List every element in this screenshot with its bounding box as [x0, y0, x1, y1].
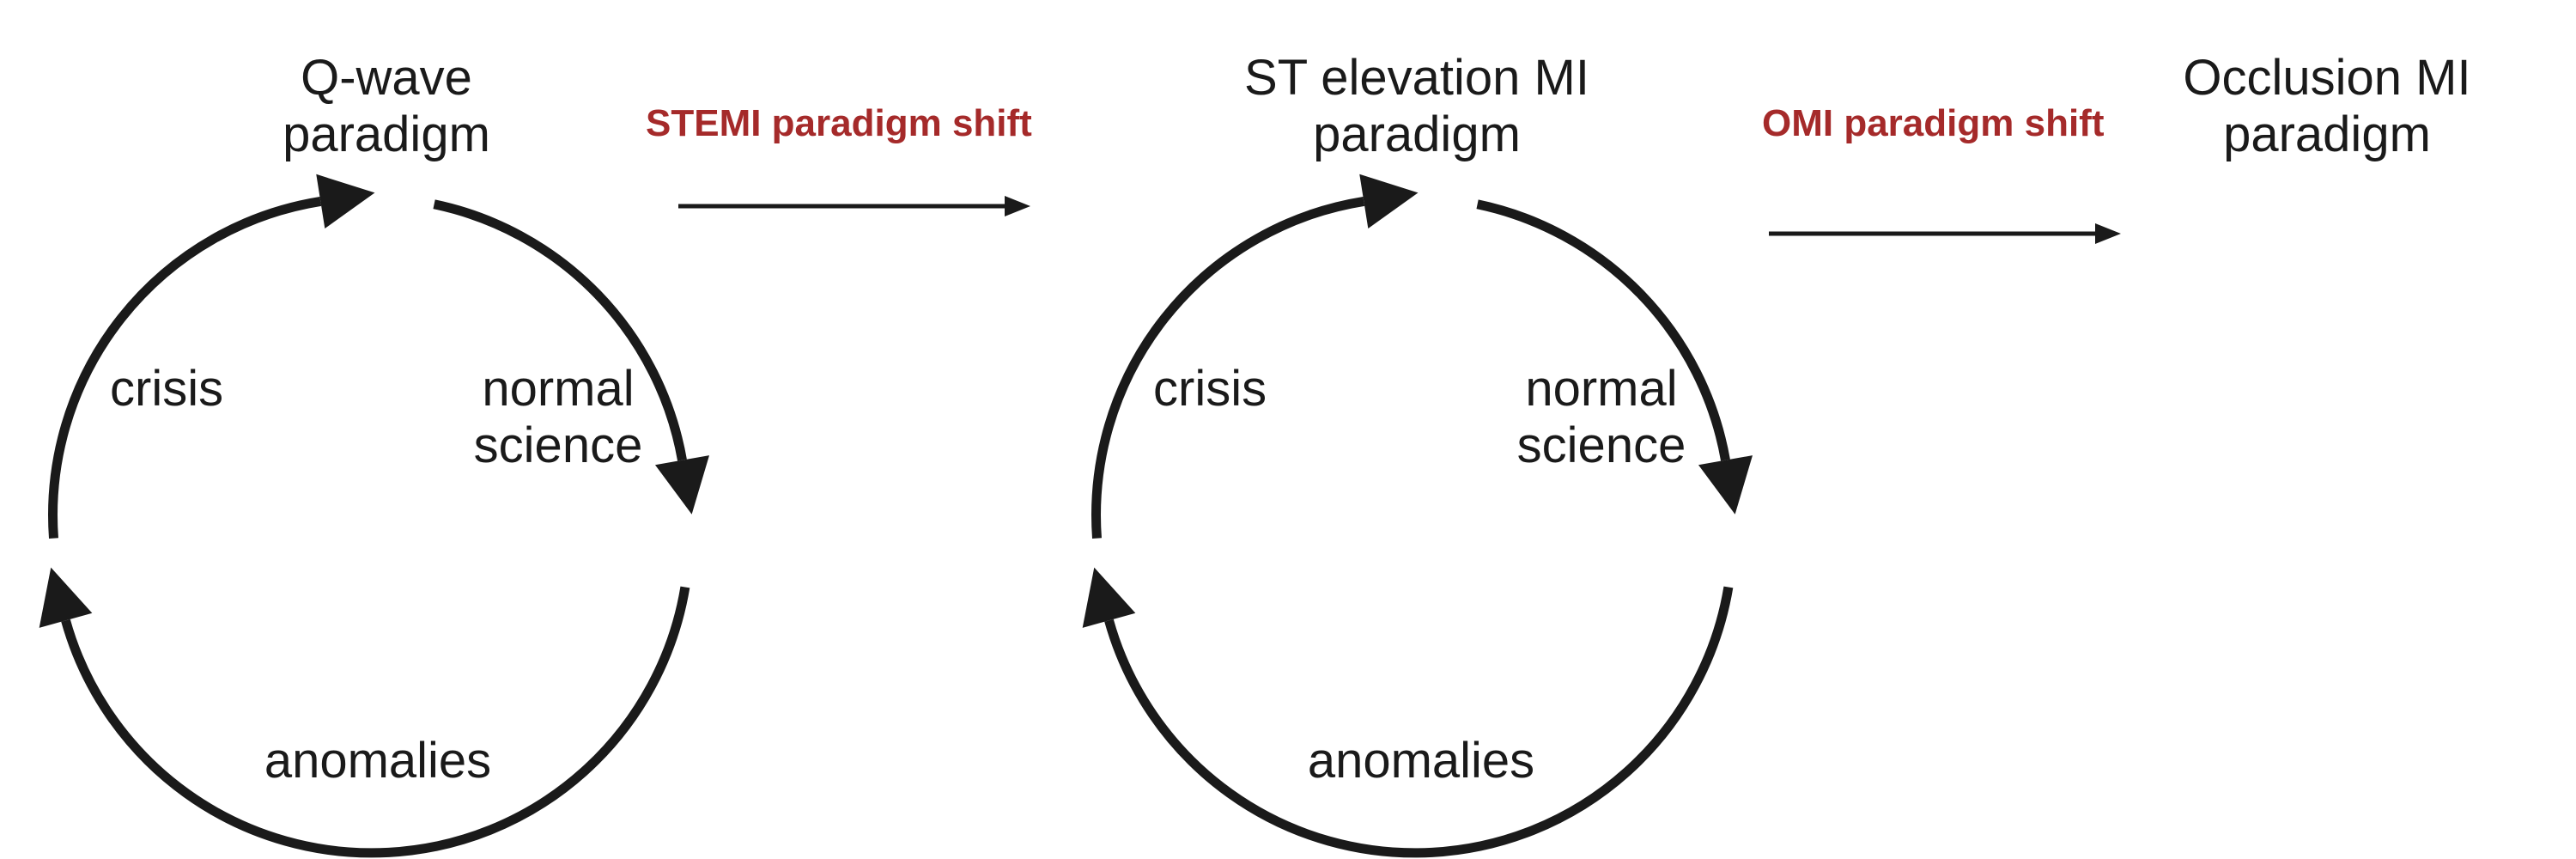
- cycle-2-arc-normal-science: [1476, 199, 1753, 515]
- paradigm-title-q-wave: Q-wave paradigm: [283, 50, 490, 162]
- cycle-1-arc-crisis: [48, 174, 375, 539]
- cycle-1-arc-normal-science: [433, 199, 710, 515]
- cycle-1-crisis-label: crisis: [110, 361, 224, 417]
- cycle-2-arcs: [1082, 174, 1753, 858]
- cycle-1-normal-science-label: normal science: [473, 361, 643, 473]
- paradigm-title-stemi: ST elevation MI paradigm: [1244, 50, 1589, 162]
- stemi-shift-label: STEMI paradigm shift: [646, 102, 1032, 144]
- cycle-1-arc-anomalies: [39, 567, 690, 858]
- paradigm-title-omi: Occlusion MI paradigm: [2183, 50, 2471, 162]
- omi-shift-label: OMI paradigm shift: [1762, 102, 2105, 144]
- cycle-1-anomalies-label: anomalies: [264, 733, 492, 789]
- cycle-2-crisis-label: crisis: [1153, 361, 1267, 417]
- cycle-1-arcs: [39, 174, 710, 858]
- cycle-2-normal-science-label: normal science: [1516, 361, 1686, 473]
- cycle-2-anomalies-label: anomalies: [1307, 733, 1535, 789]
- cycle-2-arc-crisis: [1091, 174, 1419, 539]
- cycle-2-arc-anomalies: [1082, 567, 1734, 858]
